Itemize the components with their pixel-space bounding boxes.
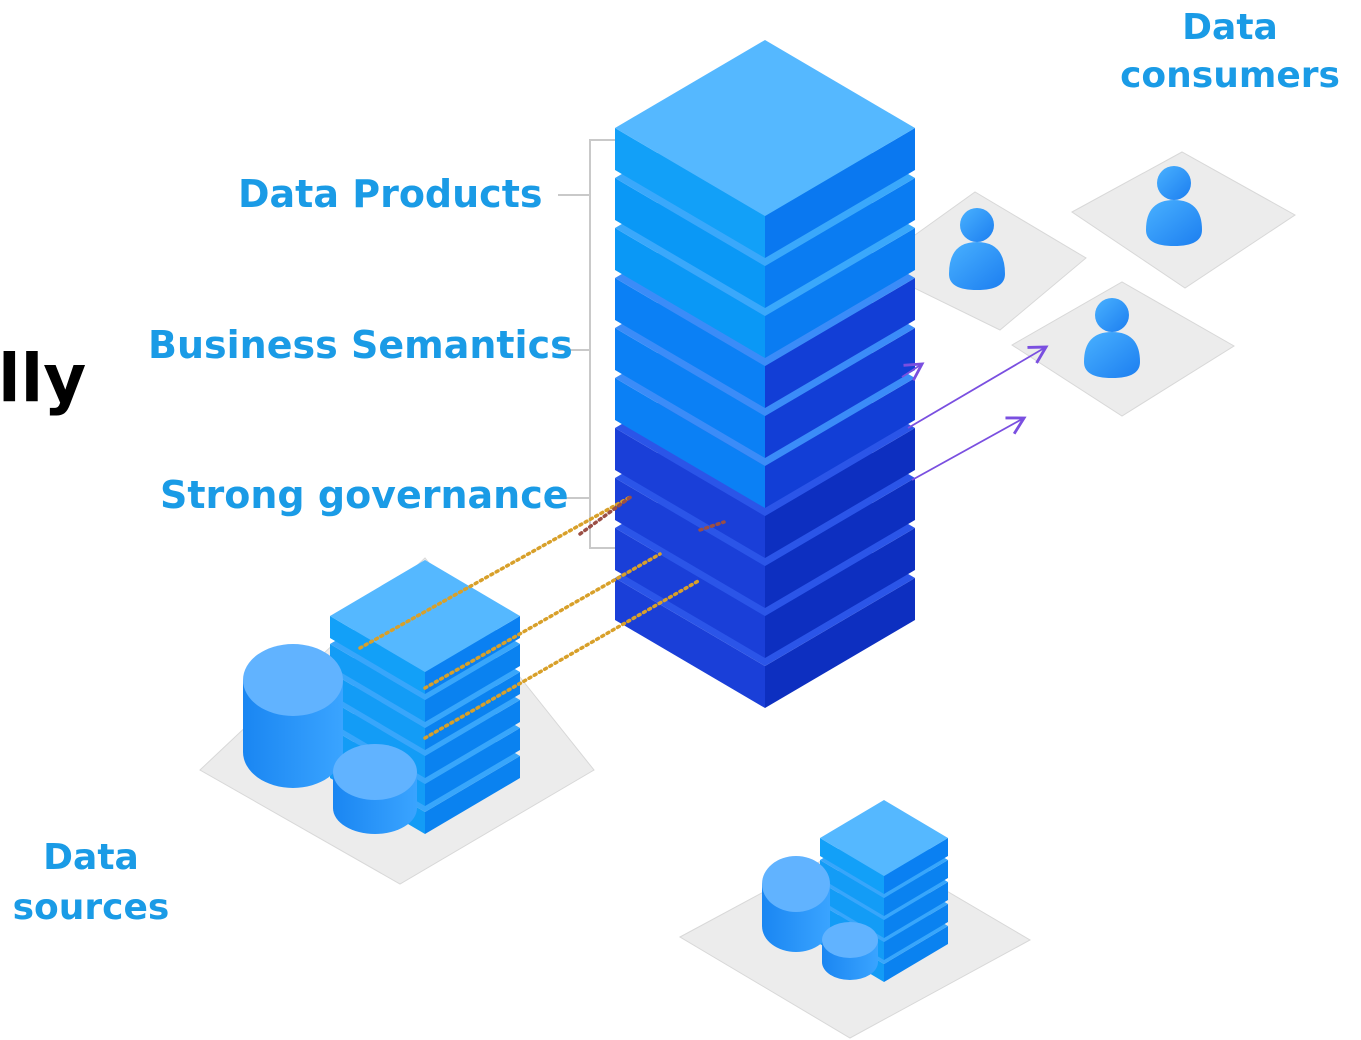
server-slab-left	[330, 644, 425, 722]
layer-bracket	[558, 139, 616, 549]
tower-slab-left	[615, 278, 765, 408]
tower-slab-left	[615, 578, 765, 708]
tower-slab-left	[615, 128, 765, 258]
label-business-semantics: Business Semantics	[148, 323, 573, 367]
lineage-dotted-lines	[358, 494, 726, 740]
server-slab-right	[884, 926, 948, 982]
server-slab-left	[820, 882, 884, 938]
tower-slab-left	[615, 528, 765, 658]
server-slab-right	[884, 904, 948, 960]
server-slab-left	[820, 838, 884, 894]
server-slab-right	[884, 882, 948, 938]
tower-slab-left	[615, 178, 765, 308]
database-icon	[243, 644, 343, 788]
tower-slab-left	[615, 378, 765, 508]
label-data-consumers: Data consumers	[1120, 7, 1340, 96]
tower-slab-right	[765, 578, 915, 708]
server-slab-left	[330, 672, 425, 750]
server-slab-right	[425, 728, 520, 806]
tower-slab-right	[765, 378, 915, 508]
server-slab-right	[425, 700, 520, 778]
tower-slab-right	[765, 228, 915, 358]
tower-slab-left	[615, 328, 765, 458]
data-source-cluster-1	[199, 557, 595, 885]
tower-slab-right	[765, 528, 915, 658]
database-icon	[333, 744, 417, 834]
person-icon	[1146, 166, 1202, 246]
tower-slab-right	[765, 128, 915, 258]
server-slab-right	[884, 860, 948, 916]
tower-slab-right	[765, 328, 915, 458]
database-icon	[822, 922, 878, 980]
tower-slab-left	[615, 428, 765, 558]
server-slab-top	[820, 800, 948, 876]
server-slab-right	[425, 644, 520, 722]
database-icon	[762, 856, 830, 952]
tower-slab-right	[765, 428, 915, 558]
label-data-products: Data Products	[238, 172, 543, 216]
person-icon	[949, 208, 1005, 290]
tower-slab-left	[615, 478, 765, 608]
server-slab-right	[425, 756, 520, 834]
tower-slab-right	[765, 278, 915, 408]
tower-slab-right	[765, 178, 915, 308]
data-platform-tower	[615, 40, 915, 708]
data-source-cluster-2	[678, 800, 1032, 1039]
server-slab-left	[820, 860, 884, 916]
label-data-sources: Data sources	[12, 837, 170, 928]
headline-fragment: lly	[0, 340, 87, 417]
tower-slab-top	[615, 40, 915, 216]
server-slab-left	[330, 616, 425, 694]
label-strong-governance: Strong governance	[160, 473, 569, 517]
tower-slab-right	[765, 478, 915, 608]
tower-slab-left	[615, 228, 765, 358]
server-slab-right	[884, 838, 948, 894]
person-icon	[1084, 298, 1140, 378]
delivery-arrows	[901, 345, 1049, 481]
server-slab-top	[330, 560, 520, 672]
